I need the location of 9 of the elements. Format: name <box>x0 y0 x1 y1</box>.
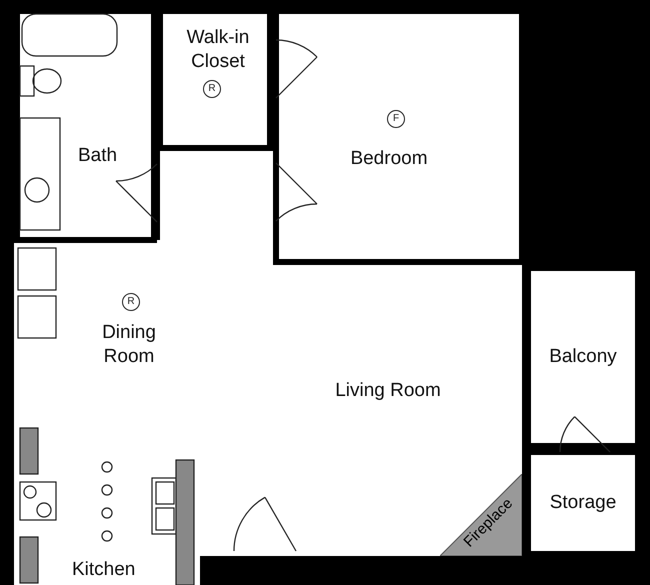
room-name: Balcony <box>549 345 617 369</box>
room-name: Walk-in Closet <box>186 26 250 74</box>
room-name: Dining Room <box>101 321 157 369</box>
room-name: Kitchen <box>72 558 136 582</box>
room-name: Bedroom <box>350 146 428 170</box>
room-name: Bath <box>78 144 118 168</box>
room-name: Living Room <box>335 379 441 403</box>
fireplace-hearth <box>440 474 522 556</box>
room-name: Storage <box>550 491 616 515</box>
